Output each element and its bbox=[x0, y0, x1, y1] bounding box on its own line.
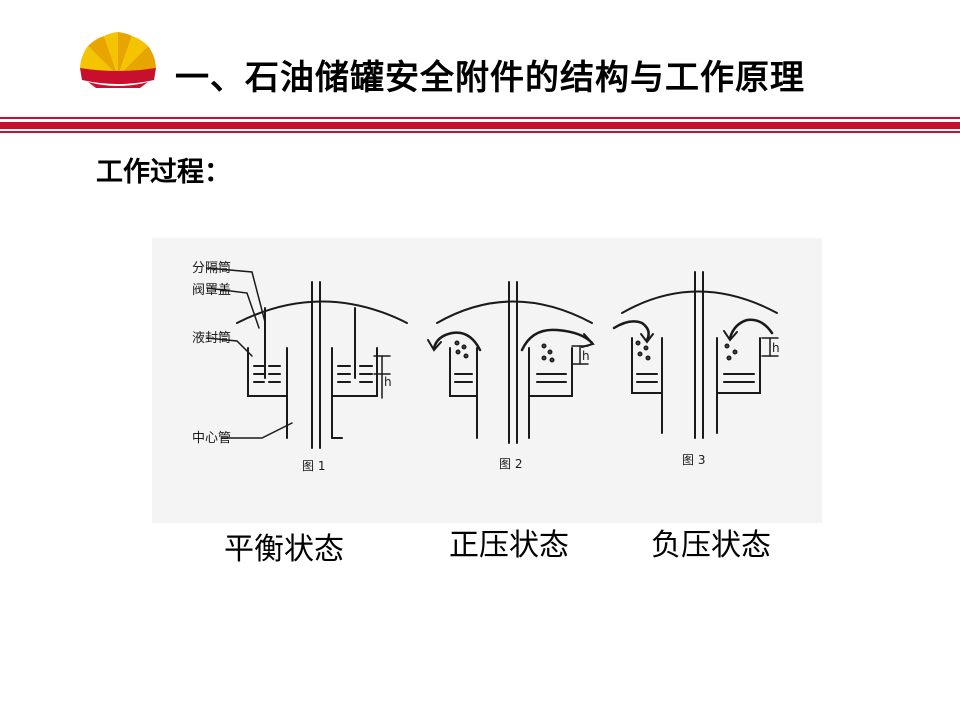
figure-label-3: 图 3 bbox=[682, 453, 705, 467]
valve-cover bbox=[621, 290, 778, 314]
label-valve-cover: 阀罩盖 bbox=[192, 283, 231, 298]
level-mark-2: h bbox=[582, 349, 590, 363]
figure-2 bbox=[427, 281, 595, 444]
figure-label-1: 图 1 bbox=[302, 459, 325, 473]
breather-valve-diagram: 分隔筒 阀罩盖 液封筒 中心管 h h h 图 1 图 2 图 3 bbox=[152, 238, 822, 523]
label-center-pipe: 中心管 bbox=[192, 431, 231, 446]
level-mark-3: h bbox=[772, 341, 780, 355]
state-label-positive-pressure: 正压状态 bbox=[449, 528, 569, 563]
page-title: 一、石油储罐安全附件的结构与工作原理 bbox=[175, 58, 805, 98]
petrochina-logo-icon bbox=[80, 32, 156, 88]
section-subtitle: 工作过程： bbox=[96, 157, 231, 188]
valve-cover bbox=[436, 300, 593, 324]
figure-label-2: 图 2 bbox=[499, 457, 522, 471]
valve-cover bbox=[236, 300, 408, 324]
figure-3 bbox=[612, 271, 779, 439]
header-rule-thin-top bbox=[0, 117, 960, 119]
header-rule-thick bbox=[0, 122, 960, 129]
label-divider-tube: 分隔筒 bbox=[192, 260, 231, 276]
figure-1 bbox=[206, 267, 408, 449]
header-rule-thin-bottom bbox=[0, 131, 960, 133]
label-liquid-seal-tube: 液封筒 bbox=[192, 330, 231, 346]
level-mark-1: h bbox=[384, 375, 392, 389]
diagram-background bbox=[152, 238, 822, 523]
state-label-negative-pressure: 负压状态 bbox=[651, 528, 771, 563]
state-label-balance: 平衡状态 bbox=[224, 532, 344, 567]
